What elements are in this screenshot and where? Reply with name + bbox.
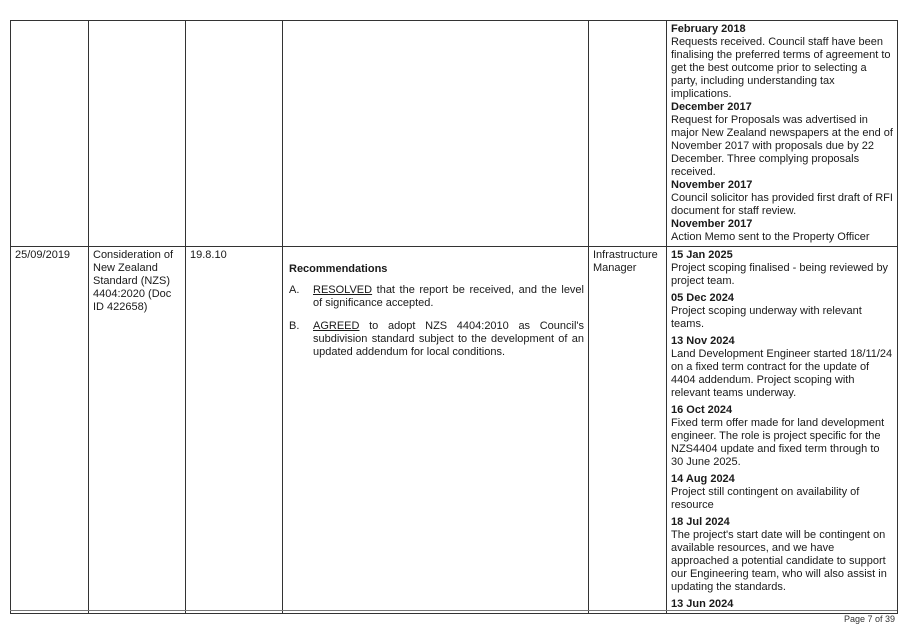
update-date: February 2018: [671, 23, 746, 35]
recommendation-letter: A.: [289, 284, 300, 296]
update-entry: 13 Jun 2024: [671, 598, 893, 611]
update-date: 15 Jan 2025: [671, 249, 733, 261]
recommendation-item: B. AGREED to adopt NZS 4404:2010 as Coun…: [289, 320, 584, 359]
update-text: Project scoping finalised - being review…: [671, 262, 889, 287]
update-date: 13 Nov 2024: [671, 335, 735, 347]
recommendations-title: Recommendations: [289, 263, 388, 275]
recommendation-text: AGREED to adopt NZS 4404:2010 as Council…: [313, 320, 584, 359]
update-entry: 05 Dec 2024 Project scoping underway wit…: [671, 292, 893, 331]
update-text: Requests received. Council staff have be…: [671, 36, 891, 100]
update-text: Project still contingent on availability…: [671, 486, 860, 511]
resolution-body: that the report be received, and the lev…: [313, 284, 584, 309]
table-row: 25/09/2019 Consideration of New Zealand …: [10, 246, 898, 614]
update-entry: 15 Jan 2025 Project scoping finalised - …: [671, 249, 893, 288]
update-date: December 2017: [671, 101, 752, 113]
update-entry: 14 Aug 2024 Project still contingent on …: [671, 473, 893, 512]
update-text: Request for Proposals was advertised in …: [671, 114, 893, 178]
item-cell: [185, 20, 283, 247]
update-text: Project scoping underway with relevant t…: [671, 305, 862, 330]
update-date: 14 Aug 2024: [671, 473, 735, 485]
resolution-keyword: AGREED: [313, 320, 360, 332]
update-date: 13 Jun 2024: [671, 598, 734, 610]
footer-divider: [10, 610, 897, 611]
resolution-keyword: RESOLVED: [313, 284, 373, 296]
update-entry: December 2017 Request for Proposals was …: [671, 101, 893, 179]
update-entry: November 2017 Action Memo sent to the Pr…: [671, 218, 893, 244]
update-text: Land Development Engineer started 18/11/…: [671, 348, 893, 399]
update-date: 18 Jul 2024: [671, 516, 730, 528]
subject-cell: [88, 20, 186, 247]
update-entry: February 2018 Requests received. Council…: [671, 23, 893, 101]
update-entry: 18 Jul 2024 The project's start date wil…: [671, 516, 893, 594]
update-entry: 13 Nov 2024 Land Development Engineer st…: [671, 335, 893, 400]
recommendation-letter: B.: [289, 320, 300, 332]
update-date: 05 Dec 2024: [671, 292, 734, 304]
update-date: November 2017: [671, 218, 753, 230]
update-entry: 16 Oct 2024 Fixed term offer made for la…: [671, 404, 893, 469]
recommendation-cell: Recommendations A. RESOLVED that the rep…: [282, 246, 589, 614]
update-text: The project's start date will be conting…: [671, 529, 887, 593]
table-row: February 2018 Requests received. Council…: [10, 20, 898, 247]
status-updates-cell: 15 Jan 2025 Project scoping finalised - …: [666, 246, 898, 614]
page-number: Page 7 of 39: [843, 614, 895, 624]
item-number: 19.8.10: [185, 246, 283, 614]
meeting-date: 25/09/2019: [10, 246, 89, 614]
status-updates-cell: February 2018 Requests received. Council…: [666, 20, 898, 247]
resolution-body: to adopt NZS 4404:2010 as Council's subd…: [313, 320, 584, 358]
update-text: Council solicitor has provided first dra…: [671, 192, 893, 217]
date-cell: [10, 20, 89, 247]
responsible-officer: Infrastructure Manager: [588, 246, 667, 614]
update-date: November 2017: [671, 179, 753, 191]
update-text: Fixed term offer made for land developme…: [671, 417, 885, 468]
recommendation-text: RESOLVED that the report be received, an…: [313, 284, 584, 310]
subject: Consideration of New Zealand Standard (N…: [88, 246, 186, 614]
responsible-cell: [588, 20, 667, 247]
recommendation-item: A. RESOLVED that the report be received,…: [289, 284, 584, 310]
update-entry: November 2017 Council solicitor has prov…: [671, 179, 893, 218]
actions-table: February 2018 Requests received. Council…: [10, 20, 898, 614]
recommendation-cell: [282, 20, 589, 247]
update-date: 16 Oct 2024: [671, 404, 733, 416]
update-text: Action Memo sent to the Property Officer: [671, 231, 870, 243]
